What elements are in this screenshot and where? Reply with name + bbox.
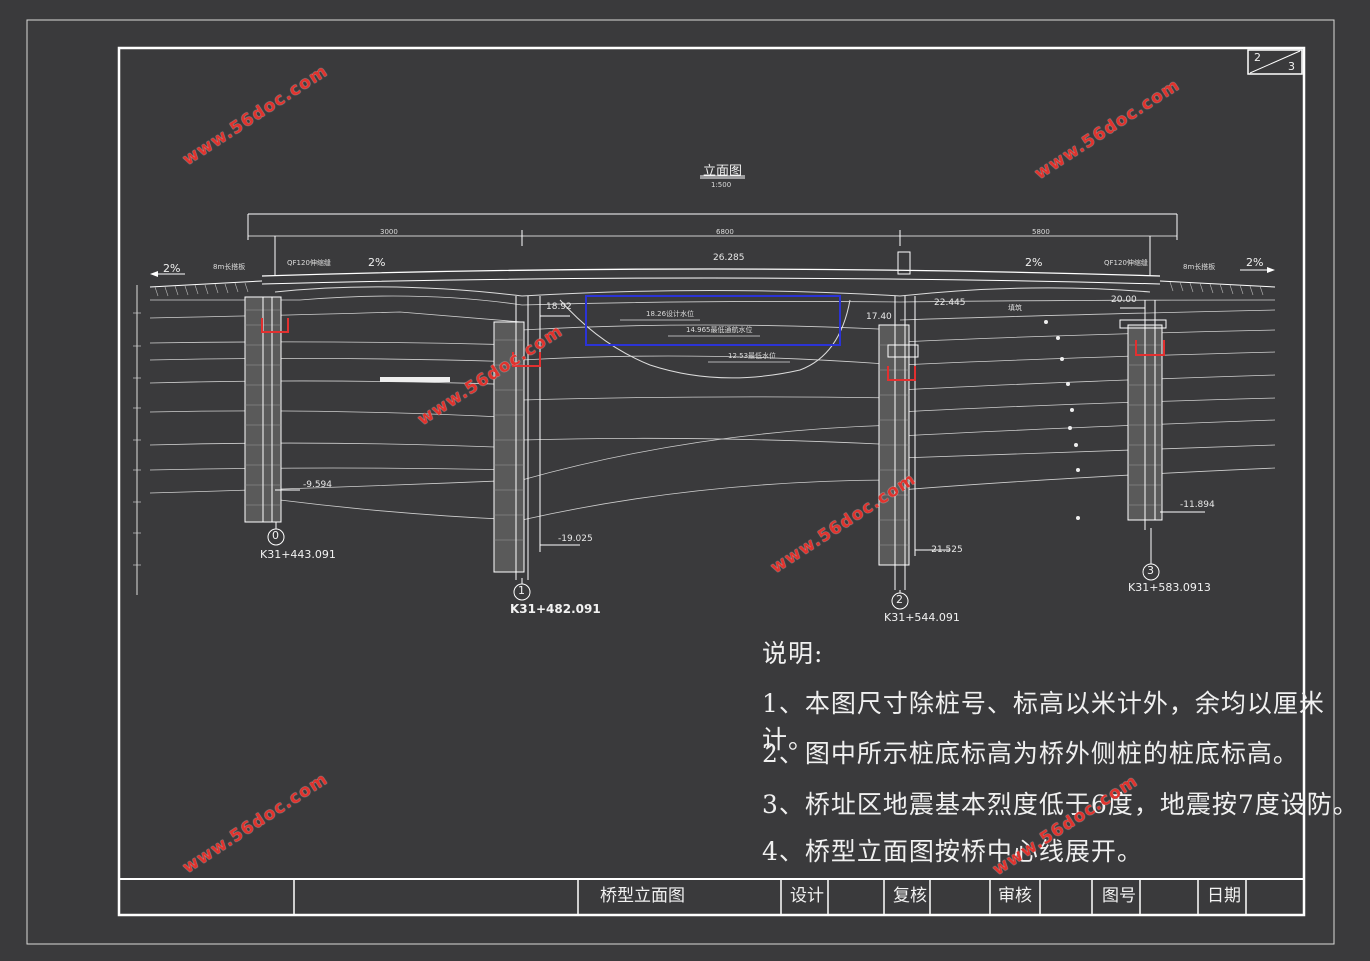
page-number: 2 — [1254, 51, 1261, 64]
pier-number-3: 3 — [1147, 564, 1154, 577]
right-fill-label: 填筑 — [1008, 304, 1022, 312]
station-1: K31+482.091 — [510, 602, 601, 616]
slope-left: 2% — [368, 256, 386, 269]
drawing-scale: 1:500 — [711, 181, 732, 189]
abutment3-top-elevation: 20.00 — [1111, 295, 1137, 305]
station-3: K31+583.0913 — [1128, 581, 1211, 594]
lowest-water-level: 12.53最低水位 — [728, 352, 777, 360]
note-1: 1、本图尺寸除桩号、标高以米计外，余均以厘米计。 — [762, 689, 1325, 754]
pier2-cap-elevation: 22.445 — [934, 298, 966, 308]
span-dimension-1: 3000 — [380, 228, 398, 236]
title-block-design: 设计 — [790, 886, 824, 906]
note-3: 3、桥址区地震基本烈度低于6度，地震按7度设防。 — [762, 790, 1359, 819]
left-approach-label: 8m长搭板 — [213, 263, 246, 271]
slope-right: 2% — [1025, 256, 1043, 269]
title-block-name: 桥型立面图 — [600, 886, 685, 906]
span-dimension-3: 5800 — [1032, 228, 1050, 236]
slope-left-outer: 2% — [163, 262, 181, 275]
title-block-drawing-no: 图号 — [1102, 886, 1136, 906]
pier2-top-elevation: 17.40 — [866, 312, 892, 322]
right-approach-label: 8m长搭板 — [1183, 263, 1216, 271]
pier-number-1: 1 — [518, 584, 525, 597]
pile-bottom-0: -9.594 — [303, 480, 333, 490]
page-total: 3 — [1288, 60, 1295, 73]
deck-elevation: 26.285 — [713, 253, 745, 263]
pier1-top-elevation: 18.92 — [546, 302, 572, 312]
station-2: K31+544.091 — [884, 611, 960, 624]
note-4: 4、桥型立面图按桥中心线展开。 — [762, 837, 1143, 866]
pier-number-0: 0 — [272, 529, 279, 542]
title-block-audit: 审核 — [998, 886, 1032, 906]
pile-bottom-1: -19.025 — [558, 534, 593, 544]
lowest-navigable-water-level: 14.965最低通航水位 — [686, 326, 753, 334]
station-0: K31+443.091 — [260, 548, 336, 561]
design-water-level: 18.26设计水位 — [646, 310, 695, 318]
drawing-title: 立面图 — [703, 164, 743, 179]
pier-number-2: 2 — [896, 593, 903, 606]
note-2: 2、图中所示桩底标高为桥外侧桩的桩底标高。 — [762, 739, 1299, 768]
pile-bottom-3: -11.894 — [1180, 500, 1215, 510]
right-joint-label: QF120伸缩缝 — [1104, 259, 1148, 267]
pile-bottom-2: -21.525 — [928, 545, 963, 555]
span-dimension-2: 6800 — [716, 228, 734, 236]
title-block-review: 复核 — [893, 886, 927, 906]
slope-right-outer: 2% — [1246, 256, 1264, 269]
left-joint-label: QF120伸缩缝 — [287, 259, 331, 267]
notes-heading: 说明: — [762, 639, 824, 668]
title-block-date: 日期 — [1207, 886, 1241, 906]
